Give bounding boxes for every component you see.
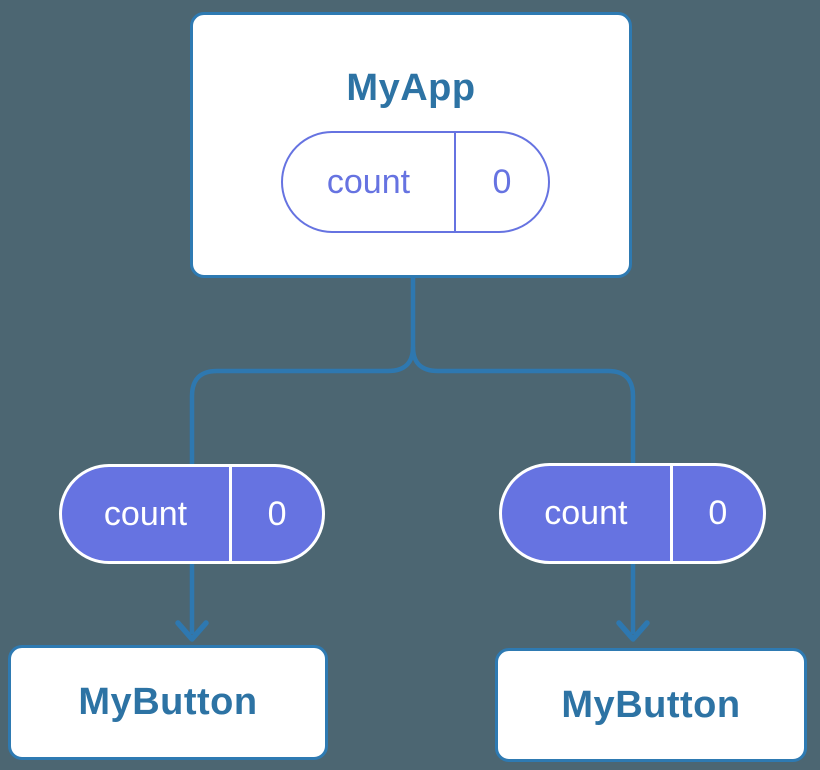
- prop-name-label: count: [502, 466, 673, 561]
- prop-value-label: 0: [708, 494, 728, 532]
- prop-value-label: 0: [267, 494, 287, 533]
- prop-pill-left: count 0: [59, 464, 325, 564]
- component-card-myapp: MyApp count 0: [190, 12, 632, 278]
- component-card-mybutton-right: MyButton: [495, 648, 807, 762]
- component-label-mybutton-left: MyButton: [78, 681, 258, 723]
- prop-name-label: count: [62, 467, 233, 561]
- state-value-label: 0: [492, 162, 512, 201]
- prop-pill-right: count 0: [499, 463, 766, 564]
- component-label-myapp: MyApp: [346, 67, 476, 109]
- component-label-mybutton-right: MyButton: [561, 683, 741, 726]
- state-pill-root: count 0: [281, 131, 550, 233]
- arrowhead-right-icon: [616, 620, 650, 642]
- arrowhead-left-icon: [175, 620, 209, 642]
- state-name-label: count: [283, 133, 456, 231]
- connector-branch-left: [189, 346, 416, 634]
- component-card-mybutton-left: MyButton: [8, 645, 328, 760]
- connector-branch-right: [410, 346, 636, 634]
